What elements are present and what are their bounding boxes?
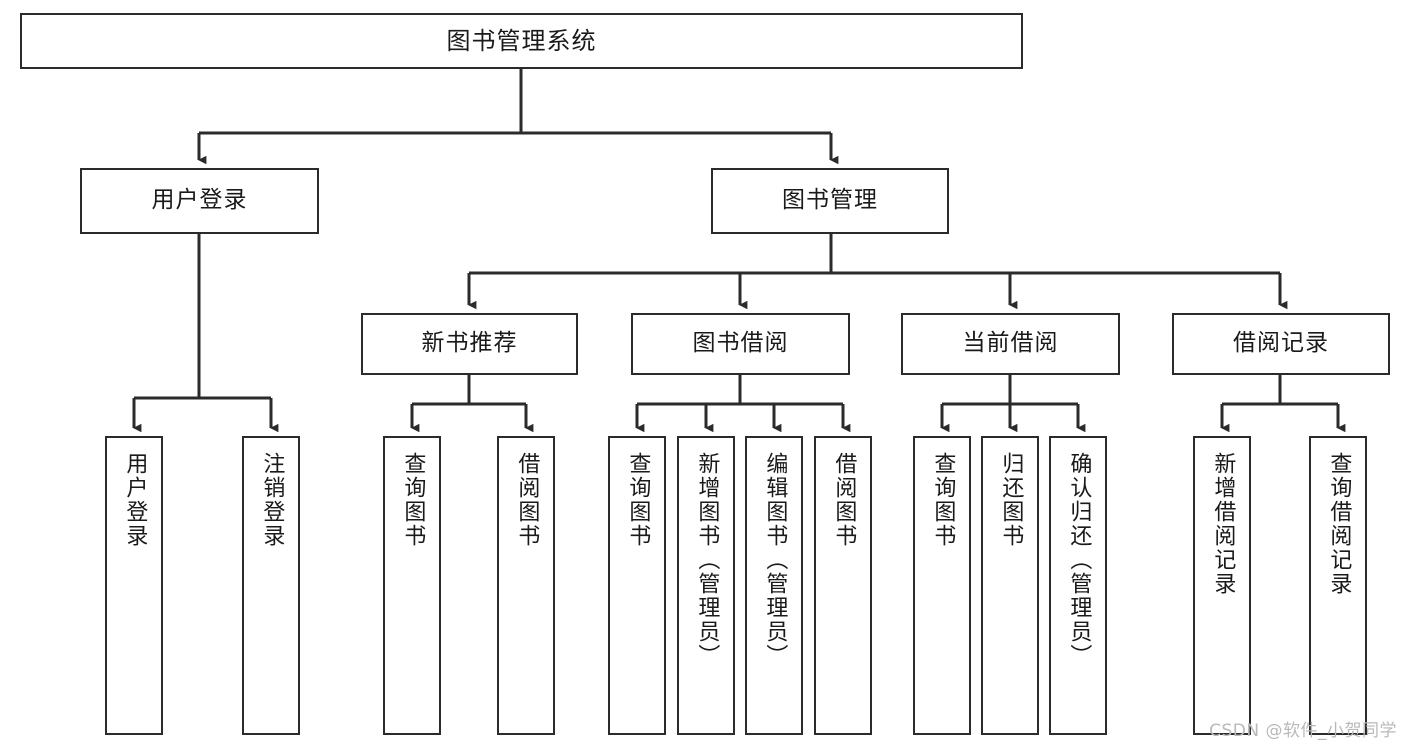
node-book-management-label: 图书管理 xyxy=(782,187,878,214)
leaf-borrow-edit-book[interactable]: 编辑图书（管理员） xyxy=(745,436,803,735)
leaf-newbook-borrow-book[interactable]: 借阅图书 xyxy=(497,436,555,735)
node-user-login-label: 用户登录 xyxy=(151,187,248,214)
leaf-logout[interactable]: 注销登录 xyxy=(242,436,300,735)
leaf-newbook-query-book[interactable]: 查询图书 xyxy=(383,436,441,735)
leaf-current-query-book[interactable]: 查询图书 xyxy=(913,436,971,735)
leaf-borrow-add-book[interactable]: 新增图书（管理员） xyxy=(677,436,735,735)
node-book-management[interactable]: 图书管理 xyxy=(711,168,949,234)
node-root-label: 图书管理系统 xyxy=(446,26,597,55)
node-new-book-recommend[interactable]: 新书推荐 xyxy=(361,313,578,375)
leaf-current-confirm-return[interactable]: 确认归还（管理员） xyxy=(1049,436,1107,735)
leaf-borrow-query-book[interactable]: 查询图书 xyxy=(608,436,666,735)
leaf-current-query-book-label: 查询图书 xyxy=(930,452,956,548)
leaf-record-query-record-label: 查询借阅记录 xyxy=(1326,452,1352,596)
leaf-logout-label: 注销登录 xyxy=(259,452,285,548)
leaf-user-login[interactable]: 用户登录 xyxy=(105,436,163,735)
leaf-record-add-record-label: 新增借阅记录 xyxy=(1210,452,1236,596)
leaf-borrow-borrow-book-label: 借阅图书 xyxy=(831,452,857,548)
leaf-newbook-borrow-book-label: 借阅图书 xyxy=(514,452,540,548)
leaf-newbook-query-book-label: 查询图书 xyxy=(400,452,426,548)
leaf-borrow-query-book-label: 查询图书 xyxy=(625,452,651,548)
leaf-record-query-record[interactable]: 查询借阅记录 xyxy=(1309,436,1367,735)
node-borrow-record[interactable]: 借阅记录 xyxy=(1172,313,1390,375)
leaf-borrow-add-book-label: 新增图书（管理员） xyxy=(694,452,720,668)
node-new-book-recommend-label: 新书推荐 xyxy=(421,330,518,357)
csdn-watermark: CSDN @软件_小贺同学 xyxy=(1209,721,1397,741)
node-current-borrow-label: 当前借阅 xyxy=(962,330,1059,357)
leaf-borrow-borrow-book[interactable]: 借阅图书 xyxy=(814,436,872,735)
leaf-current-confirm-return-label: 确认归还（管理员） xyxy=(1066,452,1092,668)
node-book-borrow-label: 图书借阅 xyxy=(692,330,789,357)
leaf-borrow-edit-book-label: 编辑图书（管理员） xyxy=(762,452,788,668)
leaf-current-return-book[interactable]: 归还图书 xyxy=(981,436,1039,735)
node-root-system[interactable]: 图书管理系统 xyxy=(20,13,1023,69)
node-borrow-record-label: 借阅记录 xyxy=(1233,330,1329,357)
leaf-current-return-book-label: 归还图书 xyxy=(998,452,1024,548)
node-user-login[interactable]: 用户登录 xyxy=(80,168,319,234)
leaf-user-login-label: 用户登录 xyxy=(122,452,148,548)
leaf-record-add-record[interactable]: 新增借阅记录 xyxy=(1193,436,1251,735)
node-current-borrow[interactable]: 当前借阅 xyxy=(901,313,1120,375)
node-book-borrow[interactable]: 图书借阅 xyxy=(631,313,850,375)
